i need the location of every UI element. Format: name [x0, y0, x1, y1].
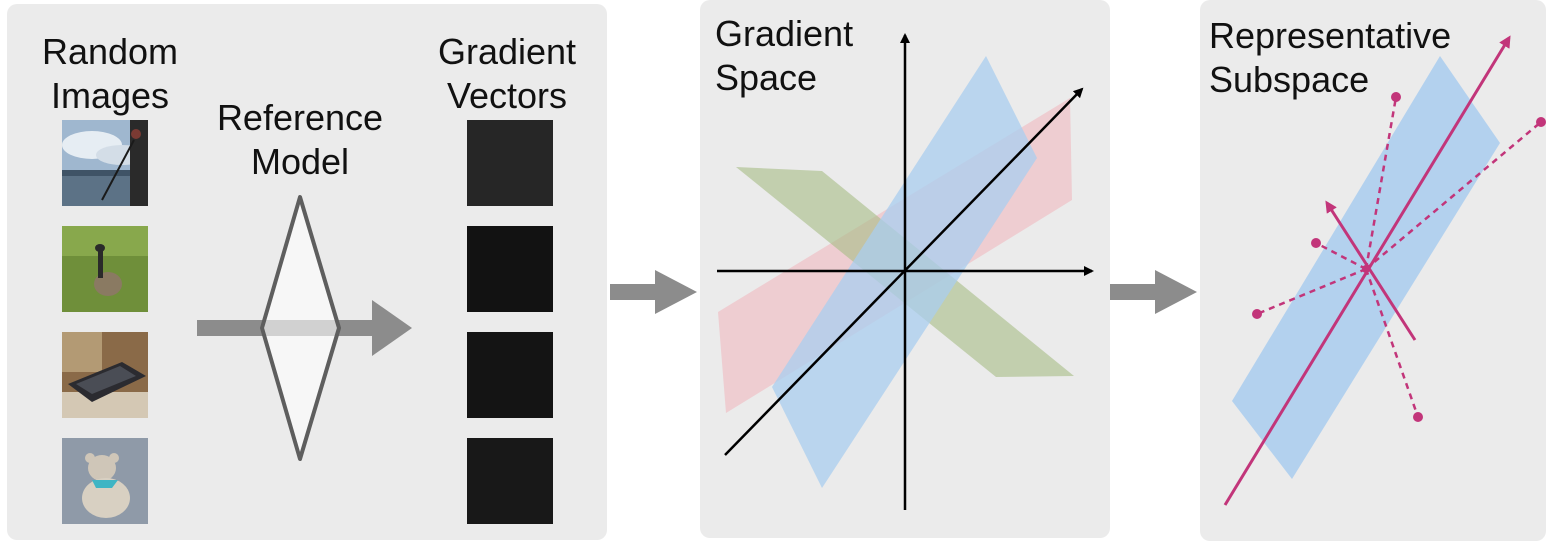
gradient-vectors-line-2: Vectors	[446, 75, 568, 116]
gradient-space-line-1: Gradient	[715, 13, 854, 54]
projection-lines	[1256, 96, 1542, 418]
reference-model-diamond	[260, 195, 341, 461]
random-images-line-2: Images	[50, 75, 170, 116]
representative-subspace-graphic	[1223, 35, 1546, 506]
gradient-vector-3	[467, 332, 553, 418]
gradient-vector-4	[467, 438, 553, 524]
flow-arrow-2	[1110, 270, 1197, 314]
representative-subspace-title: Representative Subspace	[1209, 14, 1451, 102]
thumbnail-teddy-bear	[62, 438, 148, 524]
reference-model-line-1: Reference	[216, 97, 384, 138]
secondary-direction	[1325, 200, 1417, 341]
gradient-vectors-label: Gradient Vectors	[417, 30, 597, 118]
data-points	[1252, 92, 1546, 422]
random-images-line-1: Random	[41, 31, 179, 72]
gradient-vector-1	[467, 120, 553, 206]
axis-diagonal	[724, 87, 1084, 456]
representative-subspace-line-1: Representative	[1209, 15, 1452, 56]
random-images-label: Random Images	[20, 30, 200, 118]
gradient-space-line-2: Space	[715, 57, 818, 98]
gradient-vector-2	[467, 226, 553, 312]
thumbnail-keyboard	[62, 332, 148, 418]
reference-model-label: Reference Model	[200, 96, 400, 184]
thumbnail-kayak	[62, 120, 148, 206]
reference-model-line-2: Model	[250, 141, 350, 182]
thumbnail-goose	[62, 226, 148, 312]
gradient-vectors-line-1: Gradient	[437, 31, 577, 72]
gradient-space-axes	[717, 33, 1094, 510]
flow-arrow-1	[610, 270, 697, 314]
gradient-space-title: Gradient Space	[715, 12, 853, 100]
representative-subspace-line-2: Subspace	[1209, 59, 1370, 100]
